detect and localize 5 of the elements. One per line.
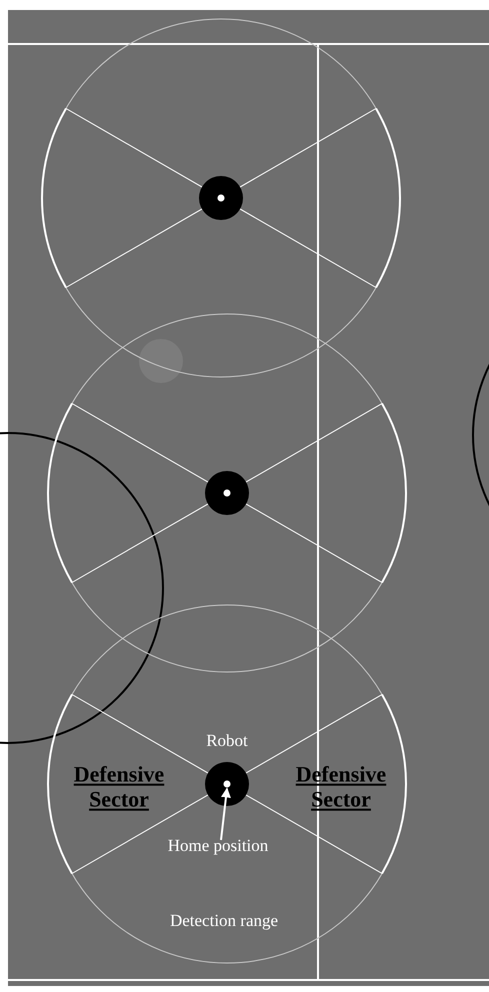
home-position-label: Home position	[168, 836, 268, 856]
robot-label: Robot	[206, 731, 248, 751]
leader-arrow	[220, 788, 231, 840]
sector-label: Defensive Sector	[72, 762, 166, 812]
detection-range-label: Detection range	[170, 911, 278, 931]
